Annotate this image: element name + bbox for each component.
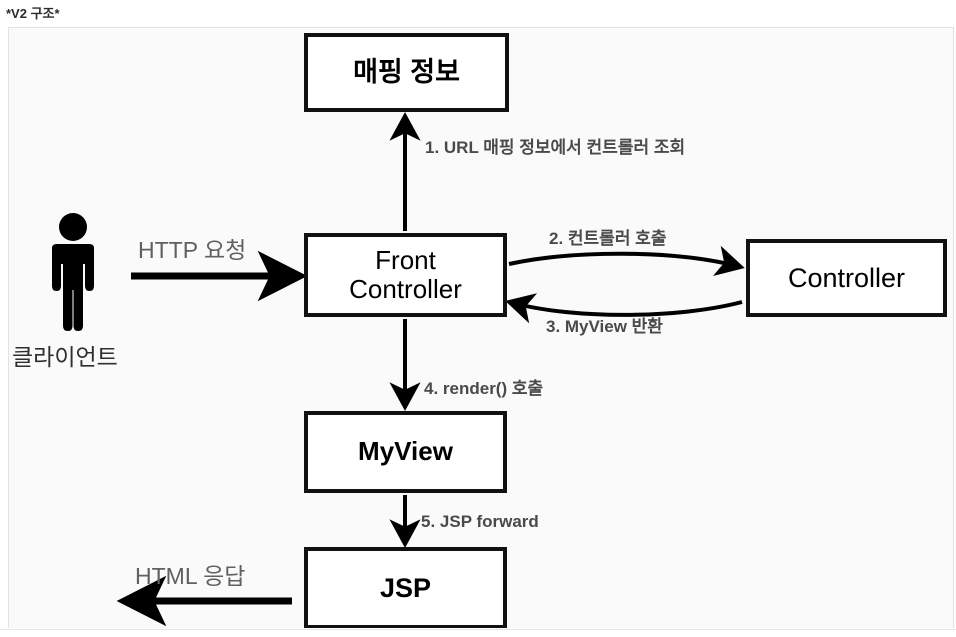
- arrow-layer: [116, 111, 745, 627]
- node-jsp-label: JSP: [379, 572, 432, 603]
- node-myview-label: MyView: [358, 436, 453, 467]
- node-myview[interactable]: MyView: [304, 411, 507, 493]
- node-mapping-info[interactable]: 매핑 정보: [304, 33, 509, 112]
- node-front-controller[interactable]: Front Controller: [304, 233, 507, 317]
- arrow-step-2: [508, 245, 745, 277]
- node-controller[interactable]: Controller: [746, 239, 947, 317]
- node-front-controller-label-line2: Controller: [349, 274, 462, 304]
- edge-label-step-3: 3. MyView 반환: [546, 317, 663, 336]
- edge-label-step-1: 1. URL 매핑 정보에서 컨트롤러 조회: [425, 138, 686, 157]
- node-jsp[interactable]: JSP: [304, 547, 507, 628]
- arrow-step-3: [505, 293, 743, 324]
- edge-label-step-2: 2. 컨트롤러 호출: [549, 229, 667, 248]
- bottom-divider: [0, 629, 956, 637]
- label-http-request: HTTP 요청: [138, 237, 247, 263]
- header-strip: *V2 구조*: [0, 0, 956, 27]
- edge-label-step-4: 4. render() 호출: [424, 379, 544, 398]
- diagram-canvas: 매핑 정보 Front Controller Controller MyView…: [8, 27, 954, 628]
- label-html-response: HTML 응답: [135, 563, 246, 589]
- edge-label-step-5: 5. JSP forward: [421, 512, 539, 531]
- node-controller-label: Controller: [787, 262, 906, 293]
- page-title: *V2 구조*: [6, 6, 60, 21]
- node-front-controller-label-line1: Front: [375, 244, 436, 275]
- person-icon: [52, 213, 94, 331]
- node-mapping-info-label: 매핑 정보: [353, 57, 460, 88]
- label-client: 클라이언트: [12, 344, 118, 370]
